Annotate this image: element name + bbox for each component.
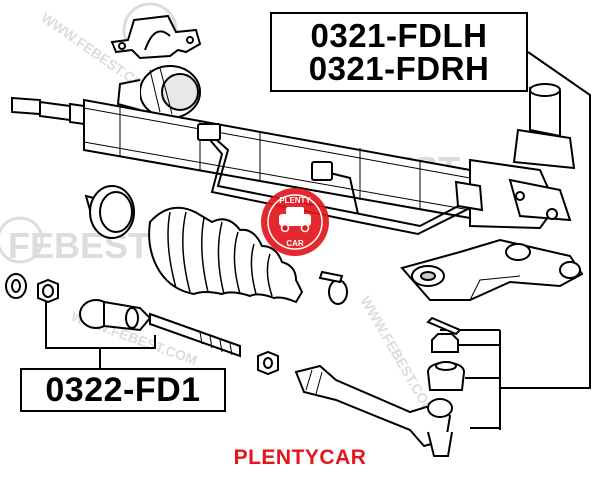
- part-number-right: 0321-FDRH: [308, 50, 490, 87]
- ball-joint-hardware: [426, 316, 466, 391]
- lock-washer: [5, 273, 27, 299]
- jam-nut: [257, 350, 279, 376]
- leader-hardware-ticks: [440, 329, 500, 429]
- small-clamp: [318, 270, 348, 305]
- part-number-left: 0321-FDLH: [310, 17, 488, 54]
- mounting-bracket: [110, 14, 202, 60]
- leader-main-right: [500, 51, 591, 389]
- boot-clamp-ring: [84, 185, 135, 239]
- lock-nut-left: [37, 278, 59, 304]
- leader-lines: [45, 51, 591, 430]
- tie-rod-end: [294, 364, 453, 457]
- bellows-boot: [148, 206, 304, 304]
- part-number-box-main: 0321-FDLH 0321-FDRH: [270, 12, 528, 92]
- footer-brand: PLENTYCAR: [233, 446, 367, 469]
- valve-body: [454, 83, 576, 230]
- inner-tie-rod: [79, 299, 241, 358]
- part-number-rod: 0322-FD1: [45, 371, 201, 409]
- rubber-bushing: [116, 65, 201, 119]
- mounting-foot: [400, 238, 584, 301]
- plentycar-badge: PLENTY CAR: [261, 188, 329, 256]
- badge-text-top: PLENTY: [279, 196, 311, 205]
- badge-text-bottom: CAR: [286, 239, 304, 248]
- part-number-box-rod: 0322-FD1: [20, 368, 226, 412]
- rack-housing: [11, 96, 471, 220]
